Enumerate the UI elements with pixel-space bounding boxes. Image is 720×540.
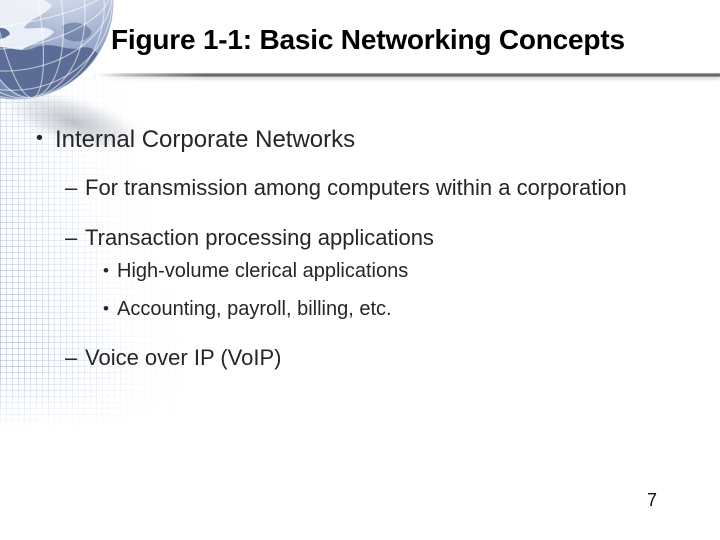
- bullet-text: Accounting, payroll, billing, etc.: [117, 298, 392, 320]
- globe-shadow: [0, 87, 150, 157]
- bullet-item-level3: • Accounting, payroll, billing, etc.: [103, 298, 392, 322]
- bullet-text: Voice over IP (VoIP): [85, 345, 282, 370]
- page-number: 7: [647, 490, 658, 510]
- bullet-item-level1: • Internal Corporate Networks: [36, 126, 355, 154]
- bullet-dash-icon: –: [65, 345, 78, 370]
- bullet-text: High-volume clerical applications: [117, 260, 409, 282]
- bullet-text: Internal Corporate Networks: [55, 126, 356, 153]
- bullet-dash-icon: –: [65, 225, 78, 250]
- bullet-dot-icon: •: [103, 299, 109, 318]
- bullet-text: For transmission among computers within …: [85, 175, 627, 200]
- bullet-item-level2: – Transaction processing applications: [65, 225, 434, 251]
- bullet-dot-icon: •: [103, 261, 109, 280]
- bullet-item-level3: • High-volume clerical applications: [103, 260, 408, 284]
- bullet-dot-icon: •: [36, 127, 43, 149]
- bullet-item-level2: – For transmission among computers withi…: [65, 175, 627, 201]
- bullet-item-level2: – Voice over IP (VoIP): [65, 345, 281, 371]
- page-title: Figure 1-1: Basic Networking Concepts: [111, 24, 625, 55]
- title-divider-line: [96, 71, 720, 81]
- bullet-dash-icon: –: [65, 175, 78, 200]
- globe-icon: [0, 0, 150, 157]
- bullet-text: Transaction processing applications: [85, 225, 434, 250]
